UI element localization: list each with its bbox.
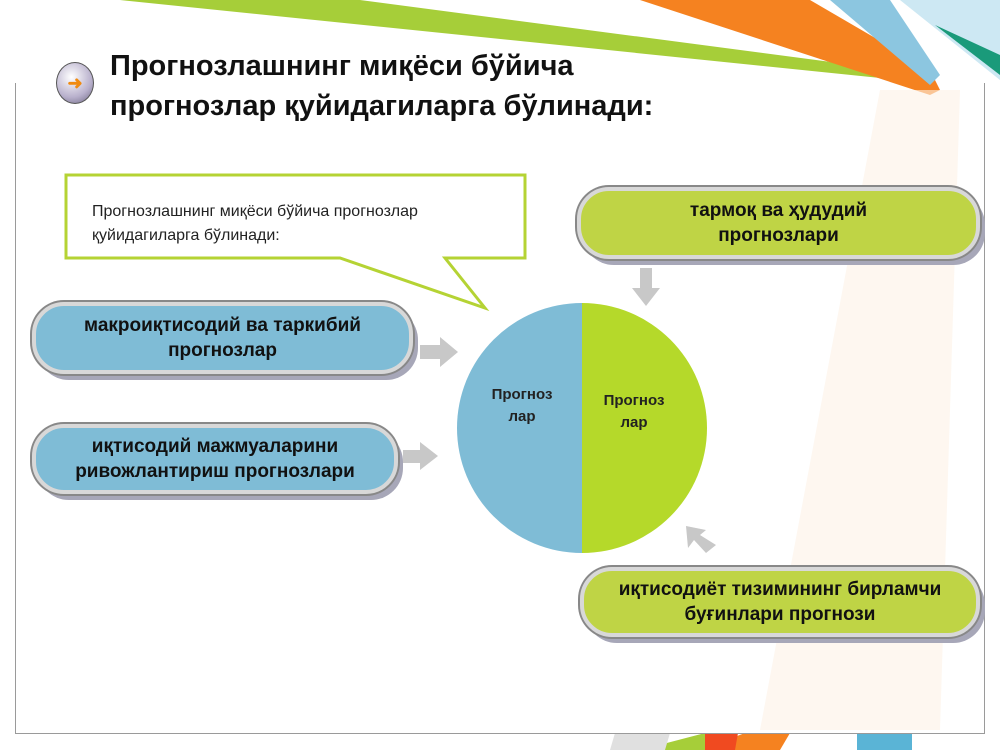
arrows: [403, 268, 716, 553]
box-line: буғинлари прогнози: [684, 604, 876, 625]
arrow-icon: [403, 442, 438, 470]
circle-label-line: лар: [620, 414, 648, 431]
circle-label-line: Прогноз: [491, 386, 553, 403]
callout-bubble: [64, 173, 527, 312]
circle-left-half: [457, 303, 582, 553]
box-line: иқтисодиёт тизимининг бирламчи: [618, 579, 942, 600]
title-line-2: прогнозлар қуйидагиларга бўлинади:: [110, 90, 654, 122]
circle-label-line: Прогноз: [603, 392, 665, 409]
box-sectoral-regional: тармоқ ва ҳудудий прогнозлари: [577, 187, 980, 259]
box-macroeconomic: макроиқтисодий ва таркибий прогнозлар: [32, 302, 413, 374]
lightblue-stripe: [900, 0, 1000, 80]
title-line-1: Прогнозлашнинг миқёси бўйича: [110, 50, 574, 82]
content-frame: [15, 83, 985, 734]
box-line: прогнозлари: [718, 225, 839, 246]
teal-stripe: [935, 25, 1000, 75]
arrow-bullet-icon: ➜: [56, 62, 94, 104]
arrow-icon: [686, 526, 716, 553]
circle-right-half: [582, 303, 707, 553]
circle-label-line: лар: [508, 408, 536, 425]
circle-left-label: Прогноз лар: [478, 384, 566, 428]
blue-bottom: [857, 733, 912, 750]
box-line: ривожлантириш прогнозлари: [75, 461, 355, 482]
callout-text: Прогнозлашнинг миқёси бўйича прогнозлар …: [92, 200, 512, 248]
arrow-icon: [420, 337, 458, 367]
red-bottom: [700, 733, 738, 750]
page-title: Прогнозлашнинг миқёси бўйича прогнозлар …: [110, 46, 653, 126]
grey-bottom: [610, 733, 670, 750]
box-line: прогнозлар: [168, 340, 277, 361]
blue-stripe: [830, 0, 940, 85]
circle-right-label: Прогноз лар: [590, 390, 678, 434]
callout-line-1: Прогнозлашнинг миқёси бўйича прогнозлар: [92, 203, 418, 220]
arrow-icon: [632, 268, 660, 306]
box-economic-complexes: иқтисодий мажмуаларини ривожлантириш прог…: [32, 424, 398, 494]
orange-stripe: [640, 0, 940, 95]
box-line: тармоқ ва ҳудудий: [689, 200, 868, 221]
green-stripe: [120, 0, 930, 80]
callout-line-2: қуйидагиларга бўлинади:: [92, 227, 280, 244]
box-line: иқтисодий мажмуаларини: [91, 436, 339, 457]
box-line: макроиқтисодий ва таркибий: [84, 315, 361, 336]
box-primary-units: иқтисодиёт тизимининг бирламчи буғинлари …: [580, 567, 980, 637]
